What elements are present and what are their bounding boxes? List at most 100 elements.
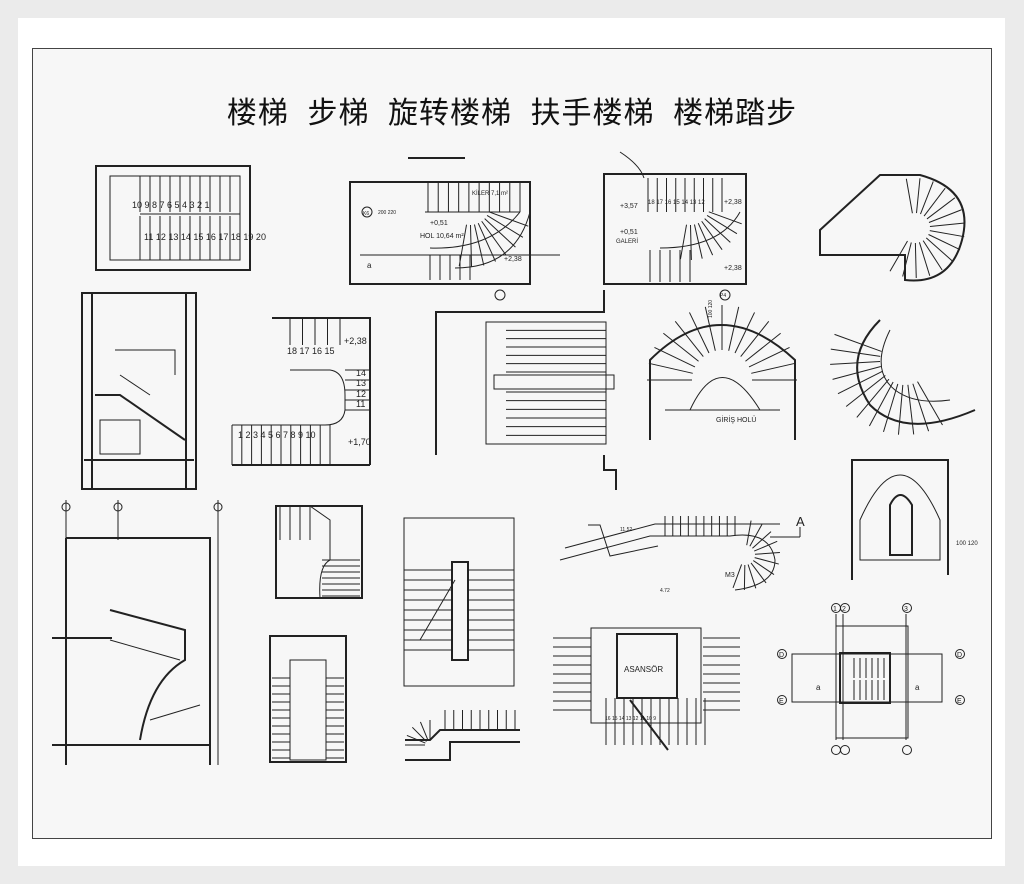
- stair-tread: [473, 224, 485, 266]
- svg-text:+2,38: +2,38: [724, 199, 742, 206]
- stair-tread: [752, 531, 772, 549]
- stair-tread: [406, 734, 426, 744]
- stair-tread: [929, 230, 965, 238]
- corner-stair-plan: [275, 505, 363, 599]
- stair-tread: [648, 362, 693, 374]
- stair-tread: [889, 240, 908, 272]
- svg-text:HOL 10,64 m²: HOL 10,64 m²: [420, 233, 464, 240]
- stair-tread: [674, 321, 704, 357]
- stair-tread: [920, 181, 934, 215]
- svg-text:11 12 13 14 15 16 17 18 19 20: 11 12 13 14 15 16 17 18 19 20: [144, 232, 266, 242]
- stair-tread: [845, 375, 886, 407]
- stair-tread: [749, 524, 763, 547]
- svg-text:18 17 16 15: 18 17 16 15: [287, 346, 335, 356]
- svg-text:+3,57: +3,57: [620, 203, 638, 210]
- stair-tread: [834, 333, 882, 352]
- stair-tread: [754, 552, 780, 555]
- stair-tread: [917, 381, 943, 426]
- svg-text:D: D: [779, 652, 784, 659]
- stair-tread: [915, 178, 921, 214]
- stair-tread: [750, 562, 767, 584]
- gallery-stair-plan: +3,57 18 17 16 15 14 13 12 +0,51 GALERİ …: [603, 151, 747, 301]
- page-title: 楼梯 步梯 旋转楼梯 扶手楼梯 楼梯踏步: [226, 96, 798, 131]
- svg-text:3: 3: [904, 606, 908, 613]
- stair-tread: [856, 378, 890, 418]
- curved-stair-plan: A M3 11.52 4.72: [559, 514, 805, 594]
- elevator-stair-plan: ASANSÖR 16 15 14 13 12 11 10 9: [553, 627, 740, 751]
- stair-tread: [926, 197, 956, 220]
- stair-tread: [897, 384, 904, 435]
- l-stair-plan: [405, 710, 520, 761]
- svg-text:+0,51: +0,51: [430, 220, 448, 227]
- straight-stair-plan: 10 9 8 7 6 5 4 3 2 1 11 12 13 14 15 16 1…: [95, 165, 266, 271]
- stair-tread: [912, 383, 930, 432]
- svg-text:1 2 3 4 5 6 7 8 9 10: 1 2 3 4 5 6 7 8 9 10: [238, 430, 316, 440]
- stair-tread: [918, 242, 931, 276]
- stair-tread: [704, 306, 716, 351]
- spiral-stair-plan-2: [830, 319, 976, 435]
- stair-tread: [689, 312, 710, 354]
- stair-tread: [706, 215, 738, 235]
- svg-text:+0,51: +0,51: [620, 229, 638, 236]
- switchback-stair-plan: [403, 517, 515, 687]
- stair-tread: [928, 234, 961, 251]
- stair-tread: [753, 560, 775, 575]
- stair-tread: [663, 332, 699, 362]
- stair-tread: [746, 520, 752, 546]
- svg-text:ASANSÖR: ASANSÖR: [624, 665, 663, 674]
- stair-tread: [922, 240, 943, 271]
- stair-tread: [748, 347, 790, 368]
- svg-text:E: E: [957, 698, 962, 705]
- stair-tread: [745, 332, 781, 362]
- stair-tread: [830, 360, 881, 365]
- svg-text:11.52: 11.52: [620, 527, 632, 533]
- stair-section-1: [81, 292, 197, 490]
- stair-tread: [732, 564, 743, 589]
- core-plan: 1 2 3 D D E E a a: [777, 603, 965, 755]
- svg-text:+2,38: +2,38: [344, 336, 367, 346]
- stair-tread: [484, 218, 516, 248]
- svg-text:100 120: 100 120: [708, 300, 714, 318]
- svg-text:M3: M3: [725, 572, 735, 579]
- svg-text:16 15 14 13 12 11 10 9: 16 15 14 13 12 11 10 9: [605, 716, 656, 722]
- hall-stair-plan: KİLER 7,1 m² +0,51 HOL 10,64 m² +2,38 K6…: [349, 157, 560, 301]
- stair-tread: [830, 348, 881, 357]
- svg-text:KİLER 7,1 m²: KİLER 7,1 m²: [472, 190, 508, 197]
- stair-tread: [914, 242, 917, 278]
- svg-text:GALERİ: GALERİ: [616, 238, 638, 245]
- stair-tread: [693, 224, 703, 259]
- stair-tread: [708, 211, 742, 225]
- stair-tread: [925, 237, 953, 262]
- svg-text:12: 12: [356, 389, 366, 399]
- stair-tread: [883, 383, 899, 432]
- stair-tread: [481, 220, 507, 256]
- svg-text:E: E: [779, 698, 784, 705]
- stair-tread: [832, 365, 881, 380]
- stair-tread: [747, 564, 757, 589]
- svg-text:200 220: 200 220: [378, 210, 396, 216]
- stair-tread: [751, 362, 796, 374]
- stair-tread: [837, 370, 883, 395]
- building-section: [52, 500, 223, 765]
- svg-text:+1,70: +1,70: [348, 437, 371, 447]
- stair-tread: [701, 220, 723, 250]
- stair-tread: [486, 215, 524, 238]
- stair-tread: [868, 381, 894, 427]
- stair-tread: [654, 347, 696, 368]
- svg-text:a: a: [367, 261, 372, 270]
- stair-tread: [905, 178, 913, 214]
- svg-text:11: 11: [356, 399, 365, 409]
- stair-tread: [923, 187, 946, 217]
- stair-tread: [740, 321, 770, 357]
- spiral-stair-plan-1: [819, 174, 966, 282]
- stair-tread: [929, 222, 965, 228]
- svg-text:10 9 8 7 6 5 4 3 2 1: 10 9 8 7 6 5 4 3 2 1: [132, 200, 210, 210]
- svg-text:a: a: [816, 683, 821, 692]
- svg-text:a: a: [915, 683, 920, 692]
- stair-tread: [928, 209, 962, 223]
- svg-text:D: D: [957, 652, 962, 659]
- arch-stair-plan: GİRİŞ HOLÜ 100 120: [647, 300, 797, 440]
- stair-tread: [469, 224, 473, 267]
- svg-text:+2,38: +2,38: [504, 256, 522, 263]
